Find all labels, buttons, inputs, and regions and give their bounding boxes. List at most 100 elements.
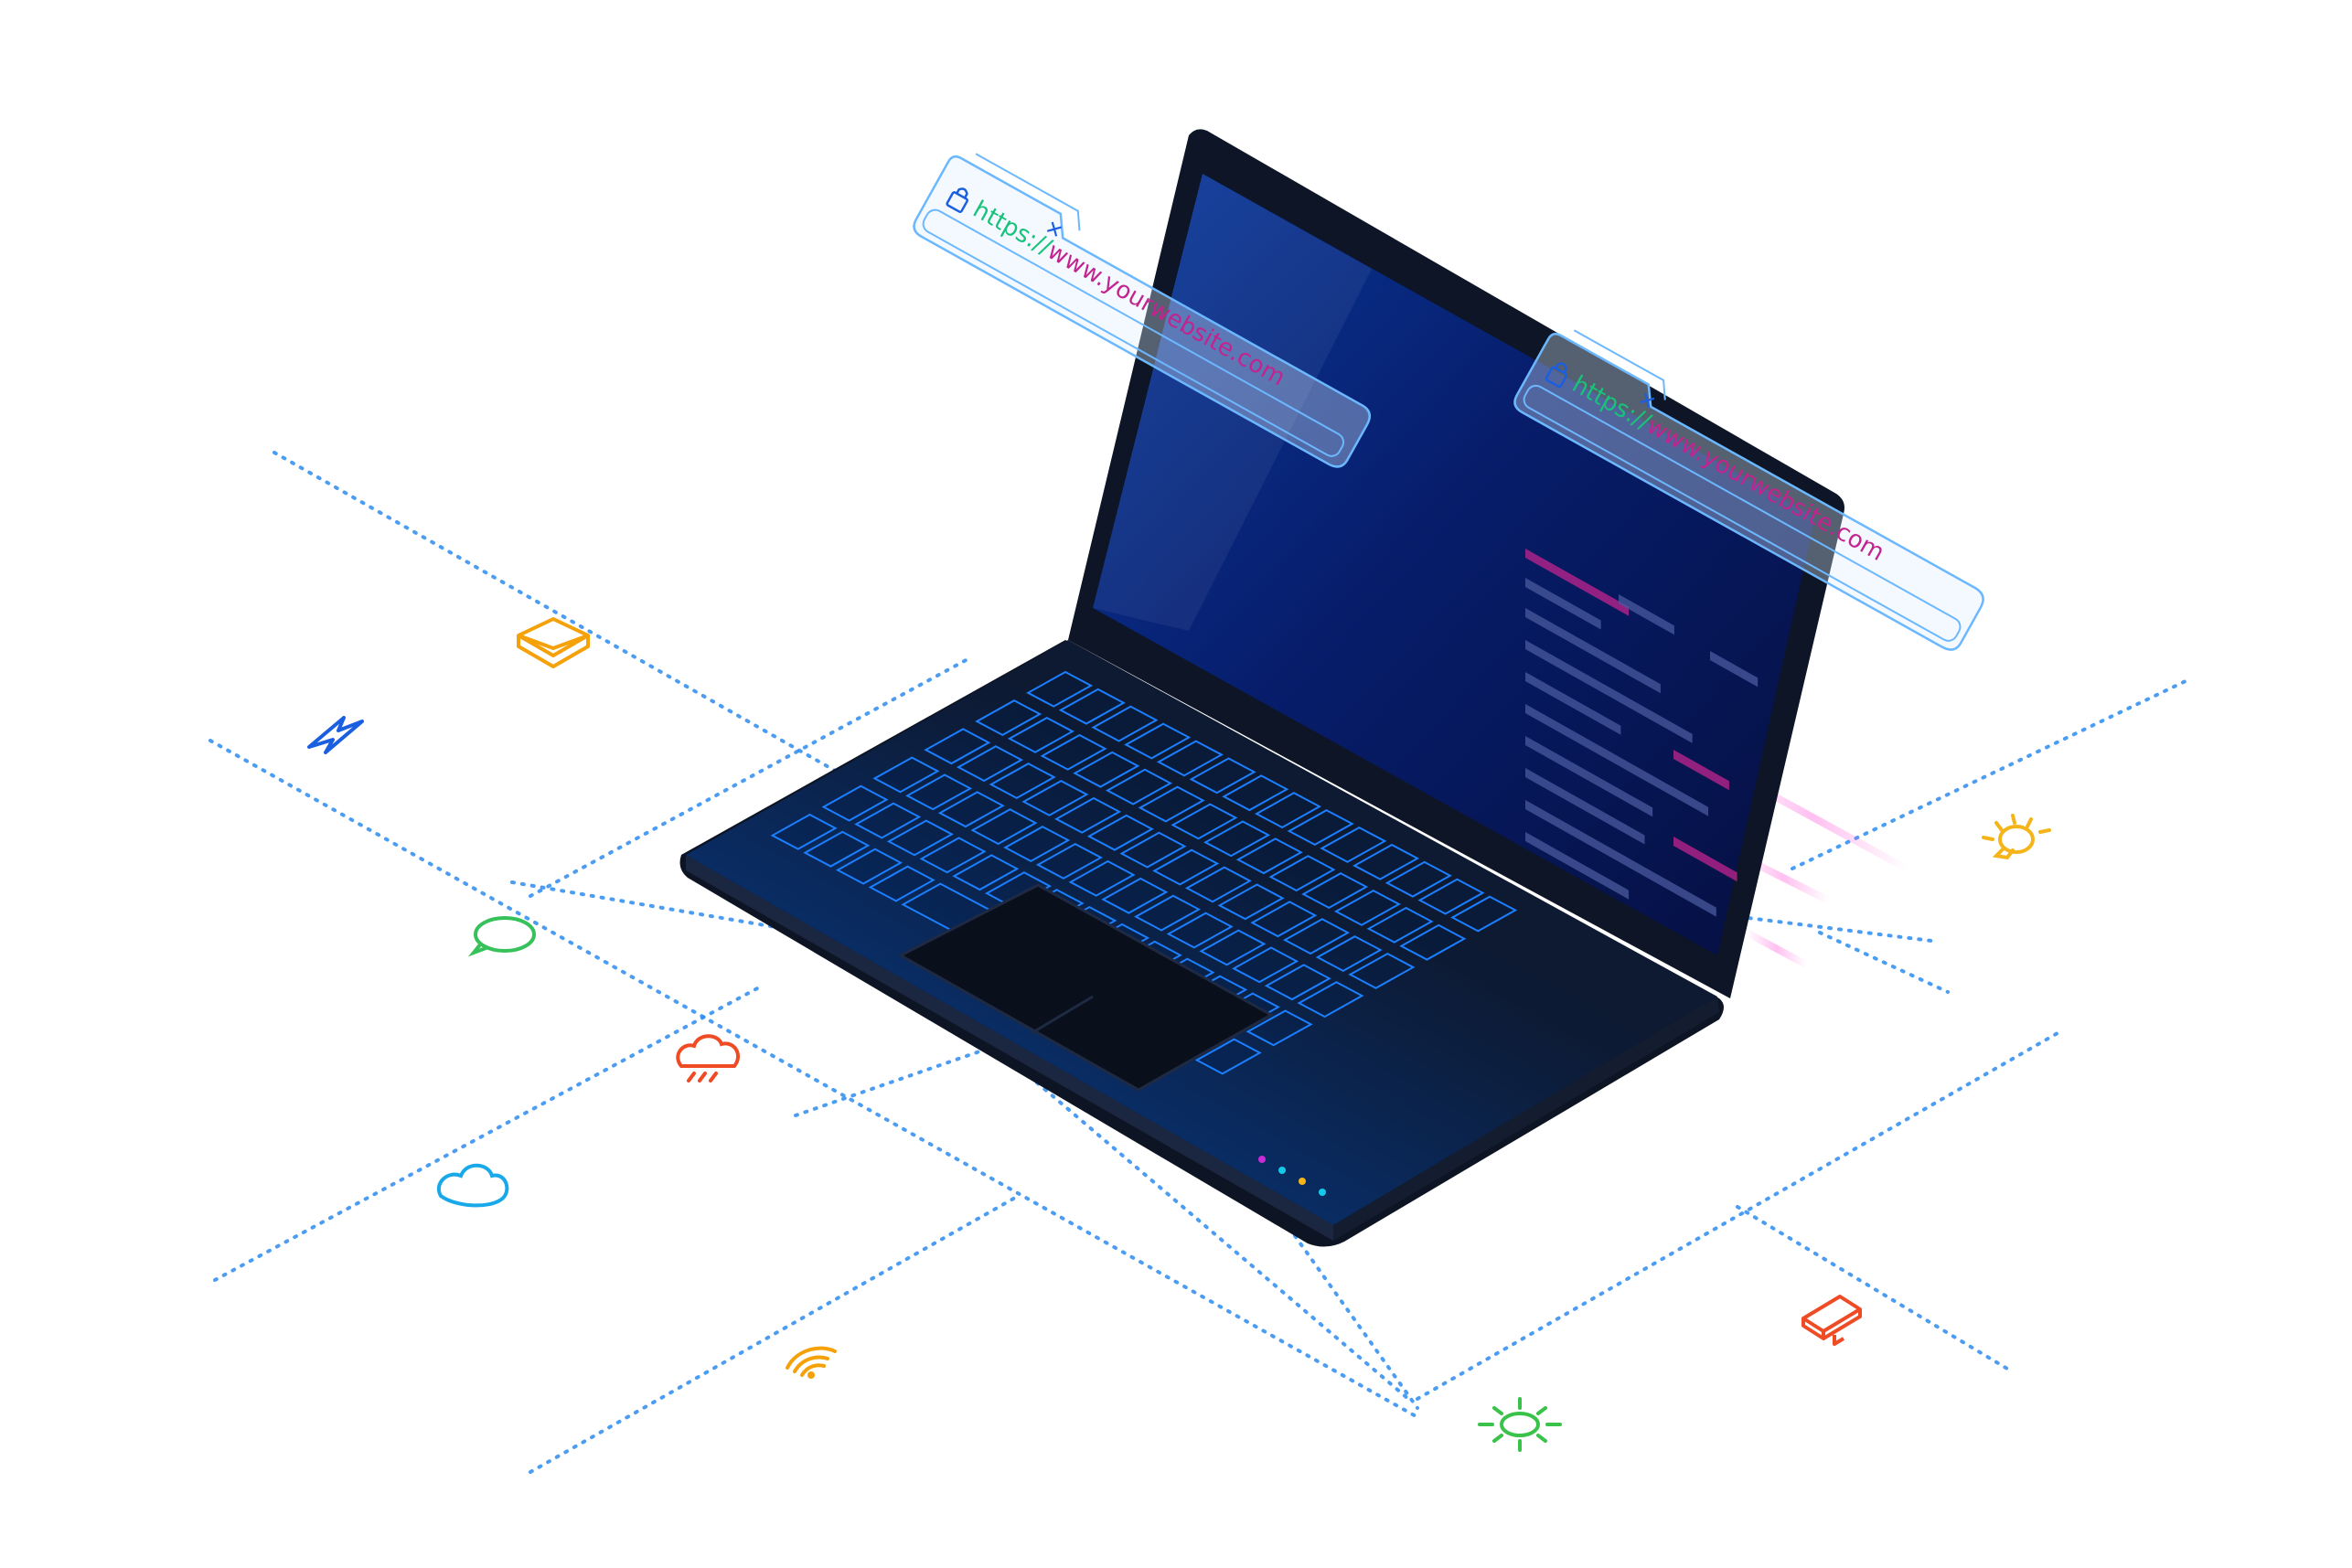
keyboard-key [1184,866,1252,903]
code-line [1525,704,1709,816]
status-led [1319,1189,1326,1196]
keyboard-key [1058,688,1126,725]
code-line [1525,608,1661,694]
grid-line [1736,1205,2014,1373]
keyboard-key [1152,848,1220,886]
grid-line [213,986,761,1282]
keyboard-key [1007,716,1074,753]
keyboard-key [1417,878,1485,915]
grid-line [1717,912,1940,944]
grid-line [510,880,971,962]
desktop-icon [1801,1295,1862,1346]
floating-icons [307,617,2051,1452]
keyboard-key [1021,779,1089,816]
keyboard-key [1026,670,1094,708]
keyboard-key [937,791,1005,828]
status-led [1278,1167,1286,1174]
keyboard-key [886,819,954,857]
keyboard-key [1268,855,1336,892]
keyboard-key [1171,803,1238,840]
keyboard-key [1194,1038,1262,1075]
keyboard-key [1245,1009,1313,1047]
code-line [1673,837,1737,882]
grid-line [1791,679,2187,870]
keyboard-key [854,802,922,839]
code-line [1619,594,1674,635]
laptop-screen [1093,174,1815,955]
keyboard-key [952,854,1020,891]
code-line [1525,549,1630,616]
keyboard-key [1133,894,1202,932]
keyboard-key [1040,733,1107,771]
keyboard-key [1073,751,1140,788]
code-line [1525,640,1693,743]
keyboard-key [1203,820,1271,858]
keyboard-key [1166,912,1234,949]
keyboard-key [770,813,838,850]
browser-bar-1: ✕ https://www.yourwebsite.com [913,153,1371,468]
code-line [1525,800,1716,917]
keyboard-key [1348,952,1416,989]
keyboard-key [1287,809,1354,846]
keyboard-key [835,848,903,885]
keyboard-key [1189,757,1256,795]
keyboard-key [1333,889,1401,926]
code-line [1525,768,1645,845]
touchpad [897,883,1275,1092]
keyboard-key [919,837,987,874]
keyboard-key [970,808,1038,846]
grid-line [1818,931,1950,994]
code-line [1525,832,1630,900]
grid-line [208,739,1419,1419]
status-led [1258,1156,1266,1163]
keyboard-key [1352,843,1420,880]
keyboard-key [868,865,935,902]
code-line [1525,578,1601,630]
keyboard-key [1119,831,1187,869]
keyboard-key [956,745,1024,783]
keyboard-key [1399,923,1467,961]
grid-line [913,976,1410,1401]
keyboard-key [1101,877,1169,914]
code-line [1525,672,1621,735]
keyboard-key [1282,918,1351,955]
keyboard-key [1232,946,1299,984]
keyboard-key [1156,740,1224,777]
keyboard-key [1003,826,1071,862]
chat-bubble-icon [467,916,536,957]
keyboard-key [1091,705,1159,742]
keyboard-key [905,773,973,811]
grid-line [529,1196,1017,1474]
grid-line [1416,1031,2059,1401]
keyboard-key [1250,901,1318,938]
lightning-icon [307,716,364,754]
cloud-icon [437,1163,509,1208]
keyboard-key [1086,814,1154,851]
keyboard-key [1054,796,1122,834]
keyboard-key [1035,842,1103,880]
status-led [1299,1178,1306,1185]
wifi-icon [786,1346,837,1379]
grid-line [529,656,971,898]
code-line [1673,750,1729,791]
keyboard-key [1450,895,1518,933]
lock-icon [1545,362,1568,389]
lightbulb-icon [1982,814,2051,860]
keyboard-key [924,728,991,765]
keyboard-key [1124,722,1192,760]
keyboard-key [1254,792,1322,829]
keyboard-key [1301,872,1369,909]
grid-line [794,1040,1008,1117]
cloud-rain-icon [676,1034,740,1083]
sun-icon [1478,1397,1562,1452]
code-line [1525,736,1653,817]
keyboard-key [975,699,1042,736]
keyboard-key [1199,929,1267,966]
mail-icon [517,617,590,668]
keyboard-key [1235,837,1303,875]
keyboard-key [1217,883,1285,921]
keyboard-key [1320,826,1387,863]
keyboard-key [1384,860,1452,898]
keyboard-key [1222,774,1289,812]
